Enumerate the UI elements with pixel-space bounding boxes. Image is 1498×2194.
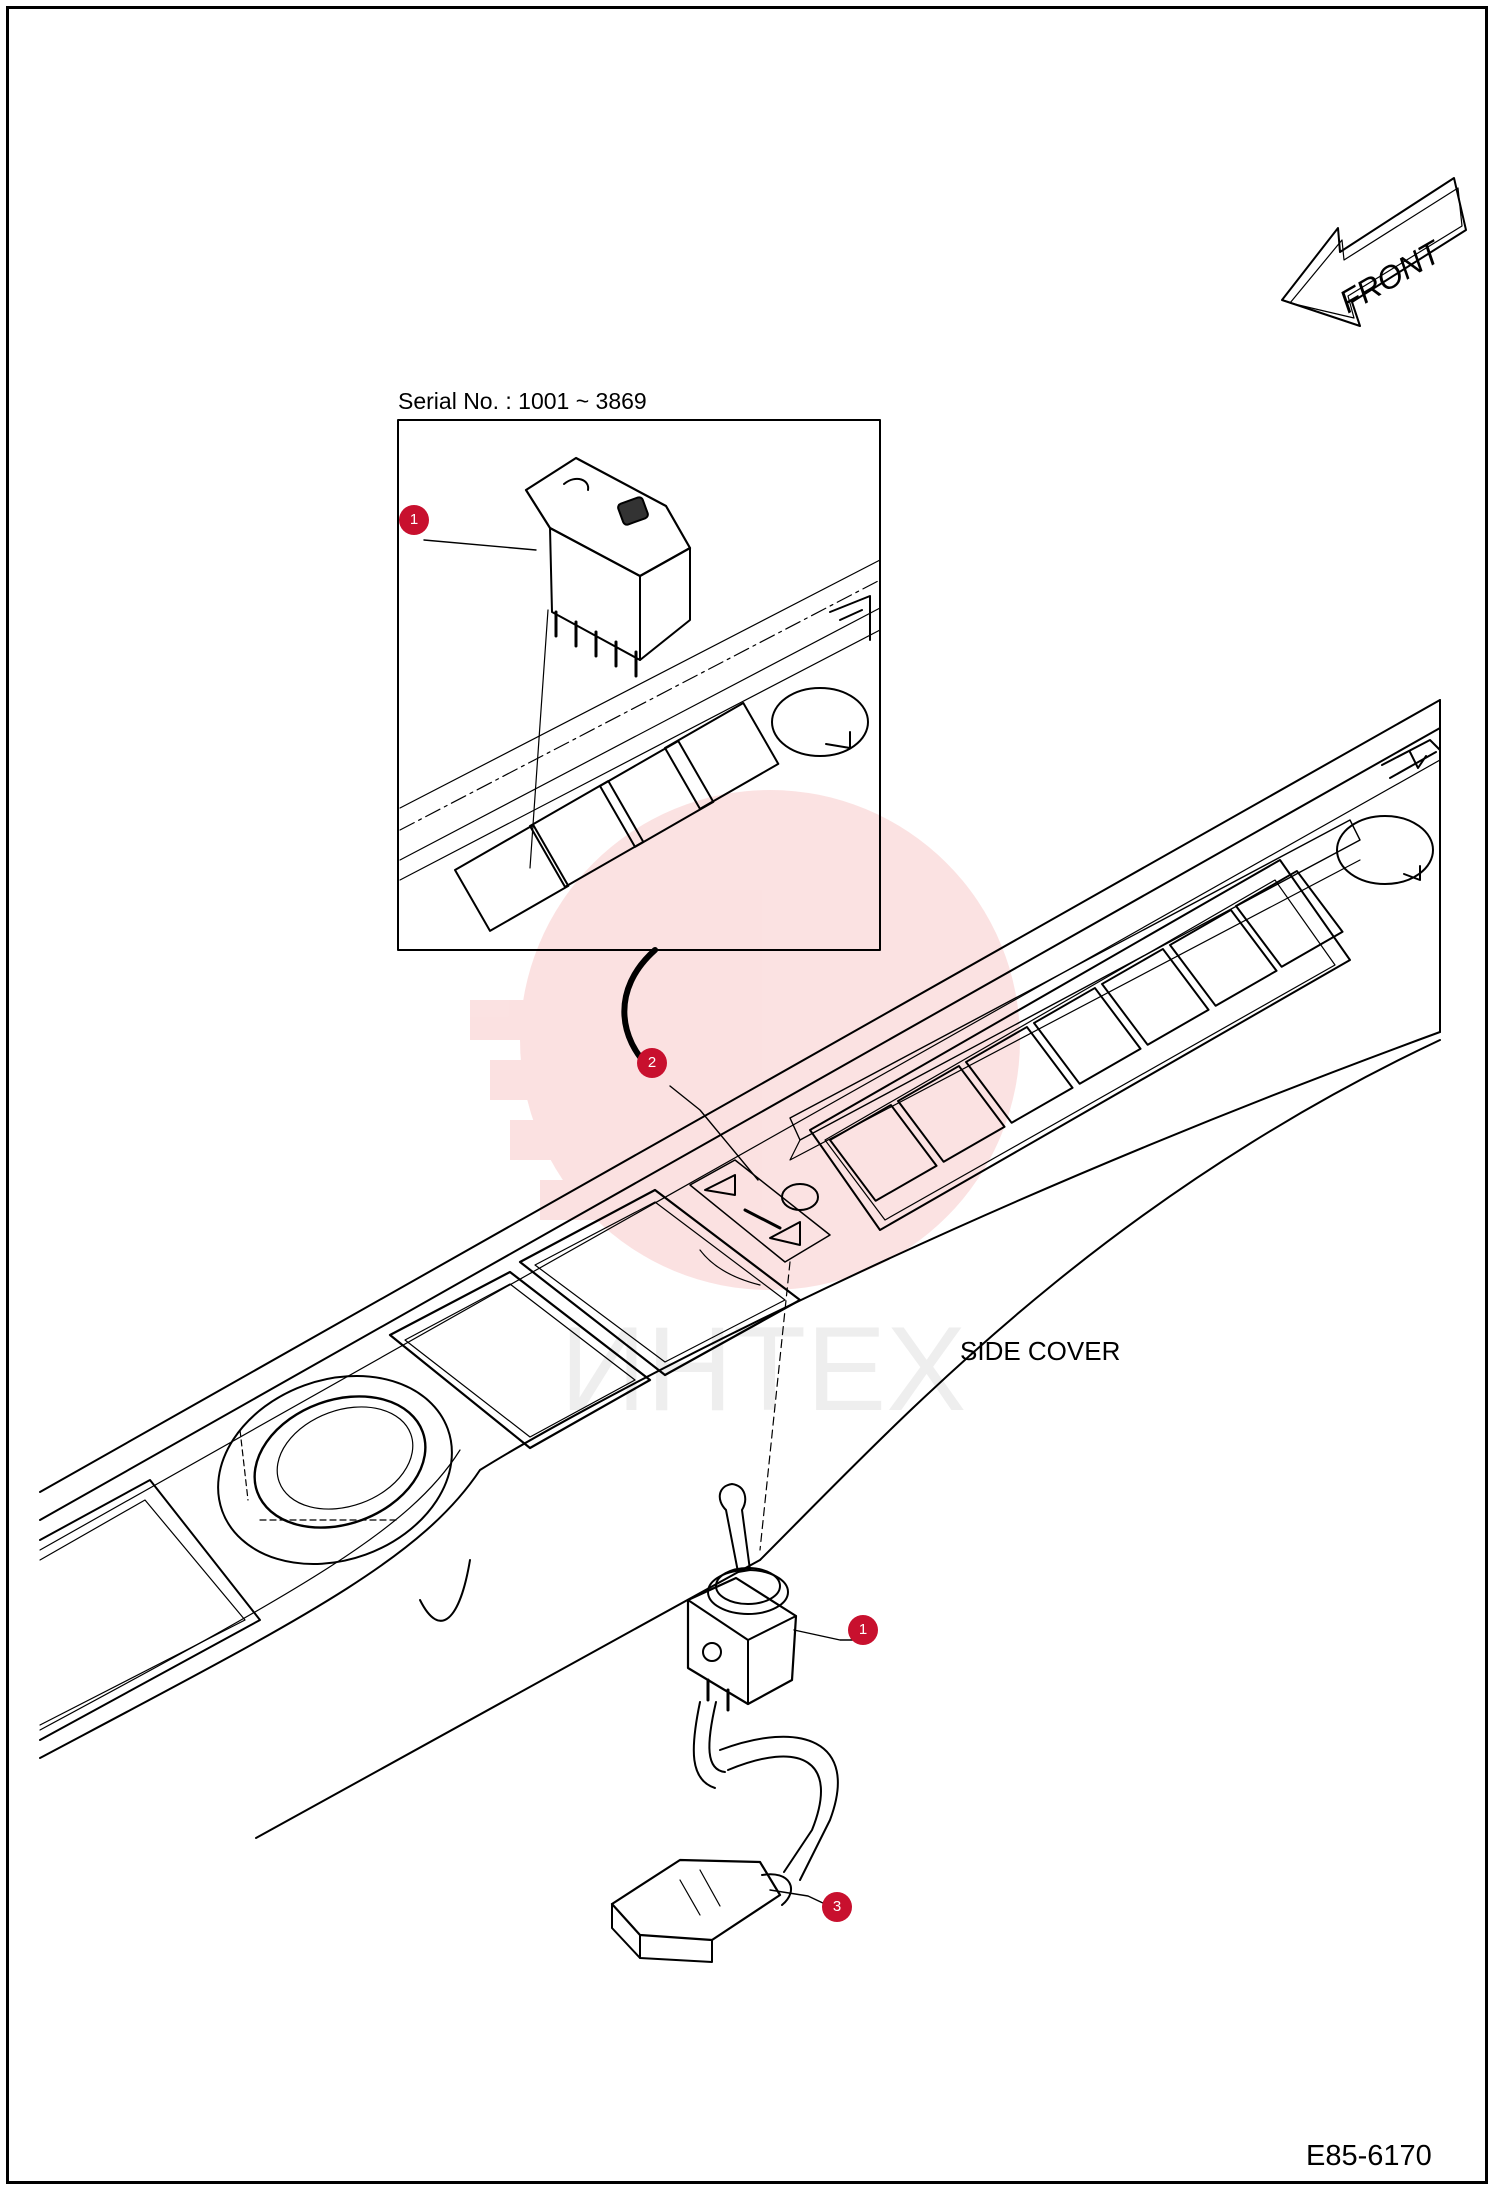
- side-cover-label: SIDE COVER: [960, 1336, 1121, 1366]
- callout-toggle-switch: 1: [848, 1615, 878, 1645]
- callout-connector: 3: [822, 1892, 852, 1922]
- front-arrow-icon: FRONT: [1281, 177, 1467, 327]
- callout-panel-decal: 2: [637, 1048, 667, 1078]
- serial-range-label: Serial No. : 1001 ~ 3869: [398, 388, 647, 414]
- switch-openings: [388, 1188, 802, 1450]
- leader-line: [669, 1085, 759, 1181]
- round-gauge: [217, 1374, 471, 1622]
- panel-decal: [689, 1159, 831, 1263]
- toggle-switch: [686, 1483, 798, 1712]
- connector: [610, 1858, 793, 1963]
- rocker-switch: [524, 456, 692, 869]
- leader-line: [423, 539, 537, 551]
- switch-panel-right: [809, 859, 1351, 1231]
- wire-harness: [692, 1701, 839, 1881]
- watermark-logo: [470, 790, 1020, 1290]
- callout-rocker-switch: 1: [399, 505, 429, 535]
- drawing-number: E85-6170: [1306, 2140, 1432, 2172]
- inset-detail: [397, 419, 881, 951]
- drawing-frame: [6, 6, 1488, 2184]
- side-cover: [39, 699, 1441, 1839]
- watermark-text: ИНТЕХ: [560, 1302, 966, 1436]
